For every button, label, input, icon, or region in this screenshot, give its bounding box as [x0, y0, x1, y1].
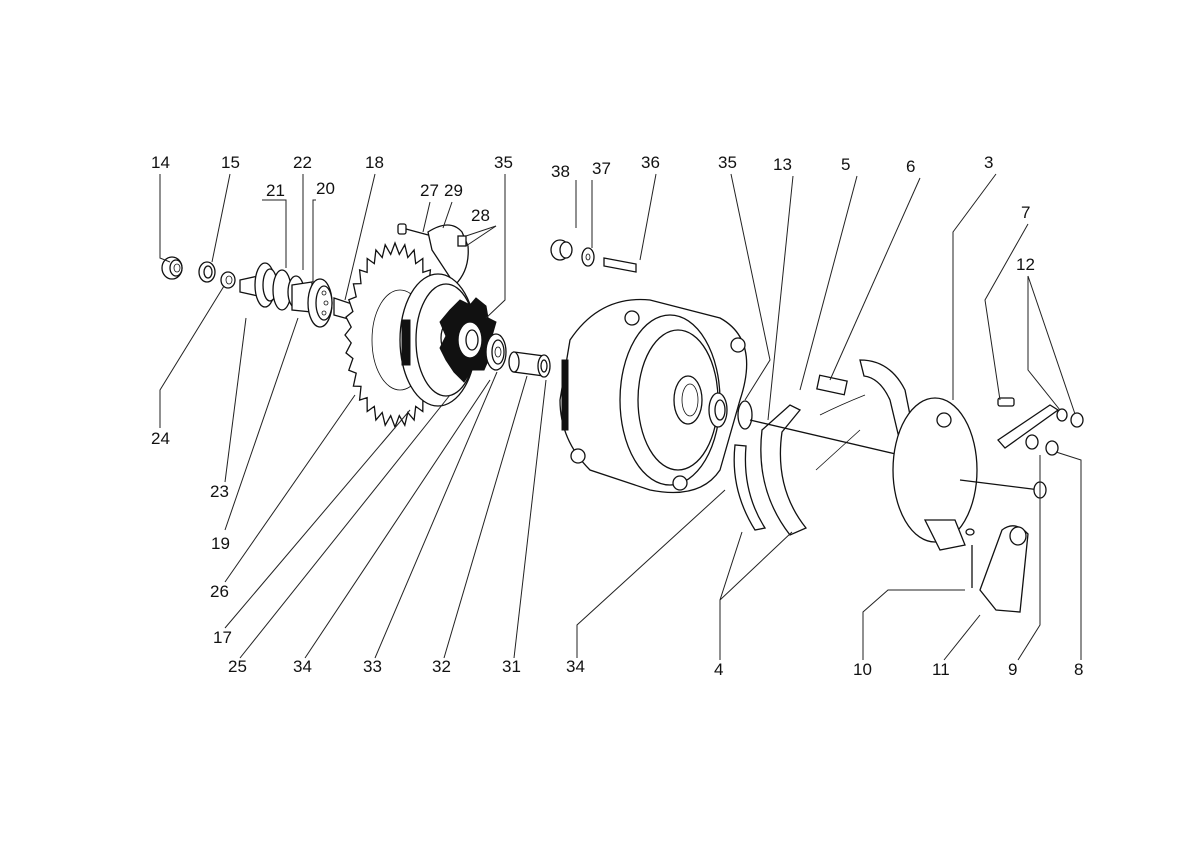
callout-15: 15: [221, 153, 240, 172]
leader-31: [513, 379, 547, 659]
callout-9: 9: [1008, 660, 1017, 679]
leader-14: [159, 174, 171, 263]
callout-22: 22: [293, 153, 312, 172]
callout-33: 33: [363, 657, 382, 676]
leader-36: [639, 173, 657, 261]
callout-24: 24: [151, 429, 170, 448]
callout-23: 23: [210, 482, 229, 501]
leader-lines: [159, 173, 1082, 661]
callout-10: 10: [853, 660, 872, 679]
callout-34b: 34: [566, 657, 585, 676]
callout-labels: 14 15 22 21 20 18 27 29 28 35 38 37 36 3…: [151, 153, 1083, 679]
callout-38: 38: [551, 162, 570, 181]
callout-5: 5: [841, 155, 850, 174]
callout-34a: 34: [293, 657, 312, 676]
leader-11: [943, 614, 981, 661]
leader-3: [952, 173, 997, 400]
part-bolt-plate-27-29-28: [397, 223, 469, 287]
part-bearing-33: [485, 333, 507, 371]
callout-14: 14: [151, 153, 170, 172]
parts-drawing: [161, 223, 1084, 613]
leader-18: [344, 173, 376, 301]
leader-35a: [485, 174, 506, 319]
leader-4a: [719, 531, 743, 660]
callout-18: 18: [365, 153, 384, 172]
leader-12b: [1027, 275, 1076, 415]
callout-7: 7: [1021, 203, 1030, 222]
part-hub-housing-31: [559, 298, 748, 494]
callout-26: 26: [210, 582, 229, 601]
part-backing-plate-3: [892, 397, 1047, 551]
leader-8: [1055, 451, 1082, 660]
callout-4: 4: [714, 660, 723, 679]
part-camshaft-springs: [749, 374, 901, 471]
leader-28a: [465, 225, 497, 237]
callout-6: 6: [906, 157, 915, 176]
leader-34b: [576, 489, 726, 658]
leader-35b: [730, 173, 771, 401]
part-lever-7-12: [997, 397, 1084, 456]
leader-27: [422, 201, 431, 233]
part-bearing-assembly: [239, 262, 357, 328]
leader-25: [239, 394, 451, 659]
leader-28b: [465, 225, 497, 247]
leader-34a: [304, 379, 491, 659]
part-washer-15: [198, 261, 216, 283]
leader-12a: [1027, 276, 1061, 411]
callout-31: 31: [502, 657, 521, 676]
callout-35b: 35: [718, 153, 737, 172]
leader-21: [262, 199, 287, 268]
callout-11: 11: [932, 660, 950, 679]
callout-25: 25: [228, 657, 247, 676]
leader-5: [799, 175, 858, 391]
leader-15: [211, 173, 231, 263]
callout-13: 13: [773, 155, 792, 174]
callout-28: 28: [471, 206, 490, 225]
leader-6: [829, 177, 921, 381]
callout-20: 20: [316, 179, 335, 198]
leader-33: [374, 371, 498, 659]
callout-17: 17: [213, 628, 232, 647]
part-nut-washer-pin-38-37-36: [550, 239, 637, 273]
leader-24: [159, 285, 225, 428]
leader-23: [224, 317, 247, 483]
part-spacer-32: [508, 351, 551, 378]
leader-9: [1017, 455, 1041, 661]
callout-36: 36: [641, 153, 660, 172]
leader-19: [224, 317, 299, 531]
leader-4b: [719, 531, 793, 601]
callout-29: 29: [444, 181, 463, 200]
callout-27: 27: [420, 181, 439, 200]
leader-20: [312, 199, 316, 282]
callout-35a: 35: [494, 153, 513, 172]
part-nut-24: [220, 271, 236, 289]
part-nut-14: [161, 256, 183, 280]
leader-17: [224, 409, 411, 629]
part-arm-bolt-10-11: [965, 525, 1029, 613]
leader-32: [443, 375, 528, 659]
leader-10: [862, 589, 965, 660]
callout-3: 3: [984, 153, 993, 172]
leader-7: [984, 223, 1029, 401]
leader-26: [224, 394, 356, 583]
callout-32: 32: [432, 657, 451, 676]
part-rubber-damper-34: [439, 297, 499, 383]
leader-29: [442, 201, 453, 229]
callout-19: 19: [211, 534, 230, 553]
callout-37: 37: [592, 159, 611, 178]
part-bearing-35: [708, 392, 753, 430]
leader-13: [767, 175, 794, 421]
callout-8: 8: [1074, 660, 1083, 679]
callout-21: 21: [266, 181, 285, 200]
callout-12: 12: [1016, 255, 1035, 274]
